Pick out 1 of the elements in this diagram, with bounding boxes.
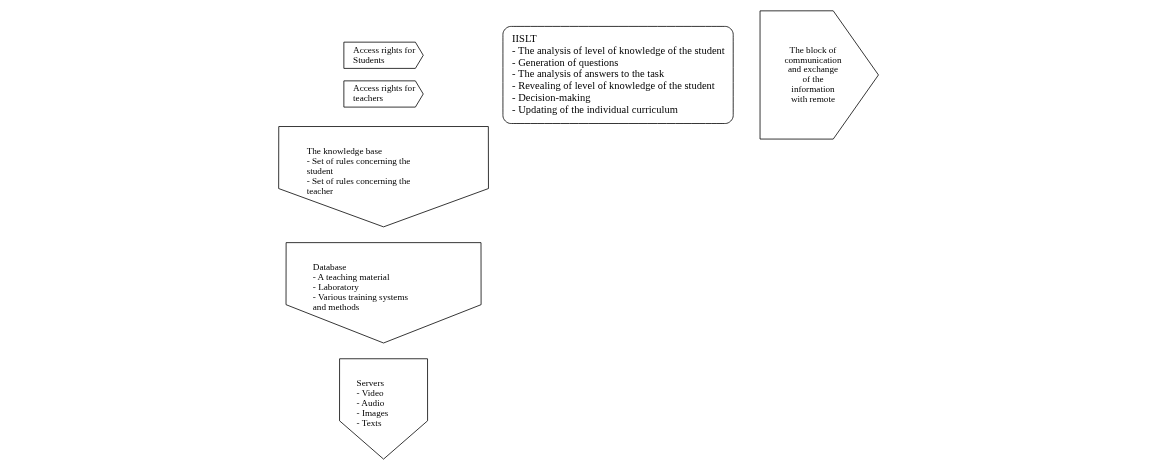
node-box: IISLT - The analysis of level of knowledge of the student - Generation of questions - The analysis of answers to the task - Revealing of level of knowledge of the student - Decision-making - Updating of the individual curriculum xyxy=(502,26,734,124)
